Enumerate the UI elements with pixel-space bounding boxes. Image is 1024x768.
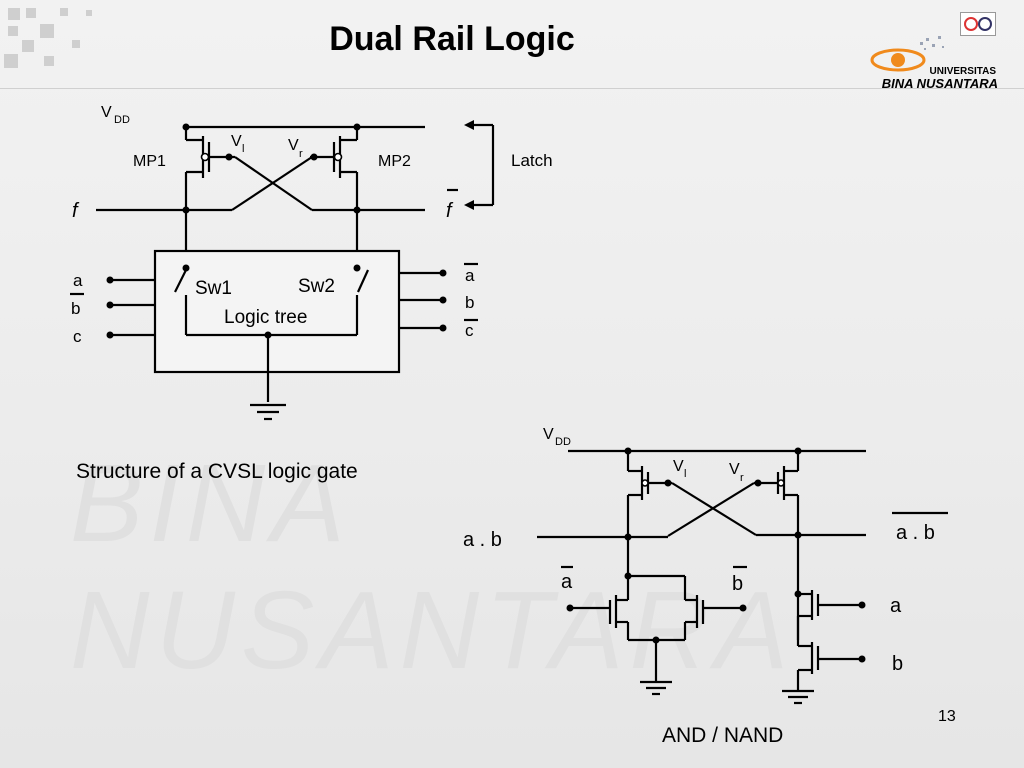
and-vr-label: V — [729, 461, 740, 478]
input-left-a: a — [73, 271, 83, 290]
input-b-label: b — [892, 653, 903, 675]
input-a-label: a — [890, 595, 902, 617]
latch-label: Latch — [511, 151, 553, 170]
toolbar-icon — [960, 12, 996, 36]
and-vl-label: V — [673, 458, 684, 475]
output-ab-label: a . b — [463, 529, 502, 551]
slide-title: Dual Rail Logic — [329, 20, 575, 58]
university-logo: UNIVERSITAS BINA NUSANTARA — [870, 36, 998, 91]
and-vl-sub: l — [684, 468, 686, 480]
logo-line1: UNIVERSITAS — [930, 66, 997, 77]
input-b-bar-label: b — [732, 573, 743, 595]
input-a-bar-label: a — [561, 571, 573, 593]
cvsl-vr-sub: r — [299, 148, 303, 160]
input-right-c: c — [465, 321, 474, 340]
and-vr-sub: r — [740, 472, 744, 484]
logic-tree-label: Logic tree — [224, 307, 307, 328]
and-nand-caption: AND / NAND — [662, 724, 784, 747]
cvsl-vl-sub: l — [242, 143, 244, 155]
sw1-label: Sw1 — [195, 278, 232, 299]
header-divider — [0, 88, 1024, 89]
input-right-a: a — [465, 266, 475, 285]
and-vdd-sub: DD — [555, 436, 571, 448]
output-ab-bar-label: a . b — [896, 522, 935, 544]
f-bar-label: f — [446, 200, 454, 222]
mp2-label: MP2 — [378, 153, 411, 170]
input-left-b: b — [71, 299, 80, 318]
logo-line2: BINA NUSANTARA — [882, 76, 998, 91]
cvsl-vdd-label: V — [101, 104, 112, 121]
input-right-b: b — [465, 293, 474, 312]
cvsl-vl-label: V — [231, 133, 242, 150]
and-vdd-label: V — [543, 426, 554, 443]
cvsl-vdd-sub: DD — [114, 114, 130, 126]
watermark-text: BINA NUSANTARA — [70, 442, 795, 692]
mp1-label: MP1 — [133, 153, 166, 170]
cvsl-caption: Structure of a CVSL logic gate — [76, 460, 358, 483]
corner-decoration — [0, 0, 110, 80]
sw2-label: Sw2 — [298, 276, 335, 297]
f-label: f — [72, 200, 80, 222]
input-left-c: c — [73, 327, 82, 346]
page-number: 13 — [938, 708, 956, 725]
cvsl-vr-label: V — [288, 137, 299, 154]
